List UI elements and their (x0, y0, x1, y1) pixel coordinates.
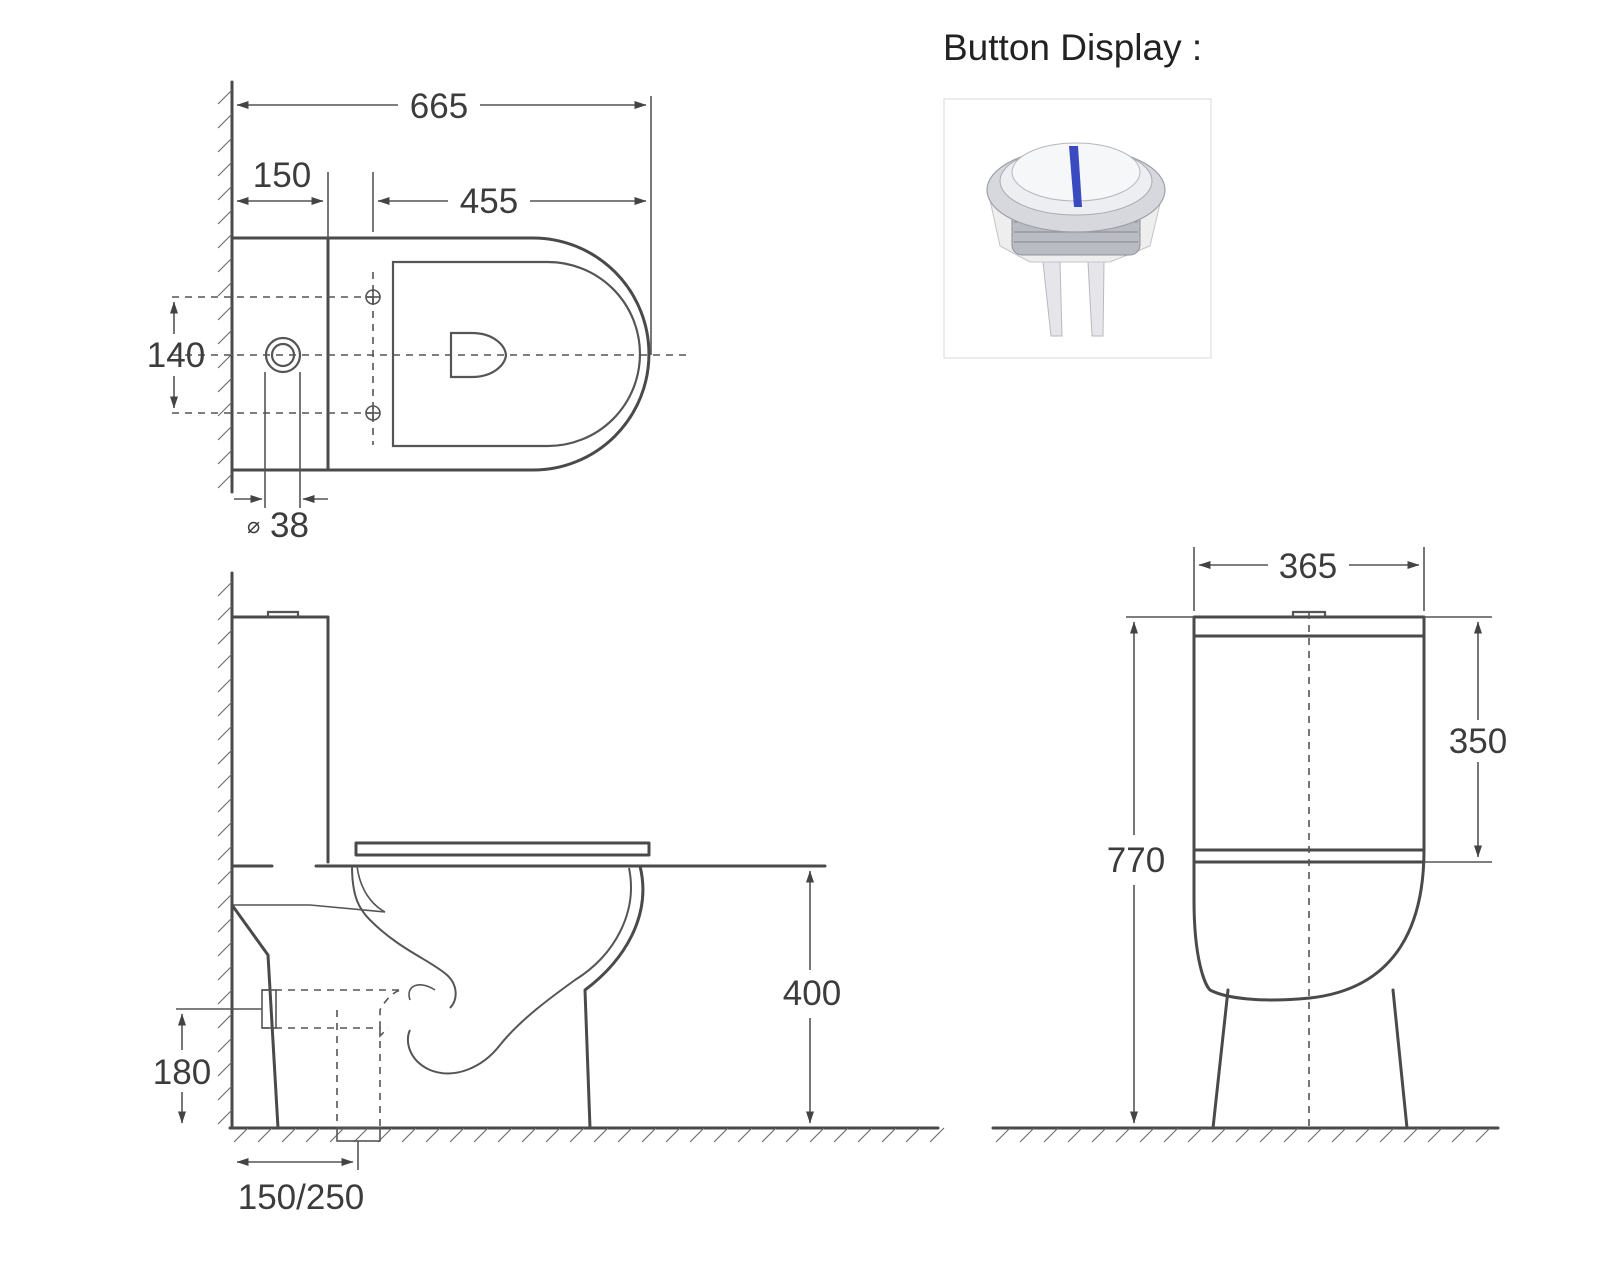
floor-hatch (995, 1127, 1491, 1143)
wall-hatch (217, 89, 233, 489)
flush-button-side (266, 610, 300, 617)
seat-outline (391, 260, 642, 448)
bowl-front-outline (583, 864, 645, 1130)
trap-weir (408, 984, 436, 1001)
button-display: Button Display : (943, 27, 1212, 359)
trapway-curve (351, 865, 457, 1009)
seat-height-label: 400 (783, 974, 841, 1013)
front-width-label: 365 (1279, 547, 1337, 586)
floor-outlet-flange (336, 1127, 381, 1142)
toilet-top-outline (230, 236, 651, 472)
tank-outline (230, 615, 330, 864)
tank-depth-label: 150 (253, 156, 311, 195)
seat-lid (354, 841, 651, 857)
water-inlet (264, 336, 302, 508)
fixing-hole-bottom (365, 405, 381, 421)
dual-flush-button-icon (986, 142, 1166, 337)
fixing-hole-top (365, 289, 381, 305)
top-view: 665 150 455 140 ⌀ 38 (147, 80, 688, 545)
outlet-distance-label: 150/250 (238, 1178, 365, 1217)
horizontal-outlet-hidden (262, 989, 403, 1038)
fixing-spacing-label: 140 (147, 336, 205, 375)
bowl-inner-curve (406, 867, 632, 1075)
overall-length-label: 665 (410, 87, 468, 126)
trapway-upper (232, 865, 386, 913)
outlet-height-label: 180 (153, 1053, 211, 1092)
pedestal-left (1211, 988, 1230, 1130)
floor-hatch (233, 1127, 945, 1143)
diameter-symbol: ⌀ (247, 513, 260, 538)
inlet-diameter-label: 38 (270, 506, 309, 545)
bowl-length-label: 455 (460, 182, 518, 221)
bowl-outlet-shape (449, 331, 508, 379)
front-body-outline (1192, 615, 1426, 1002)
wall-hatch (217, 581, 233, 1125)
total-height-label: 770 (1107, 841, 1165, 880)
tank-height-label: 350 (1449, 722, 1507, 761)
pedestal-right (1391, 988, 1409, 1130)
side-view: 400 180 150/250 (153, 571, 945, 1217)
button-display-title: Button Display : (943, 27, 1202, 68)
rear-foot-outline (230, 903, 280, 1130)
front-view: 365 770 350 (991, 547, 1507, 1143)
